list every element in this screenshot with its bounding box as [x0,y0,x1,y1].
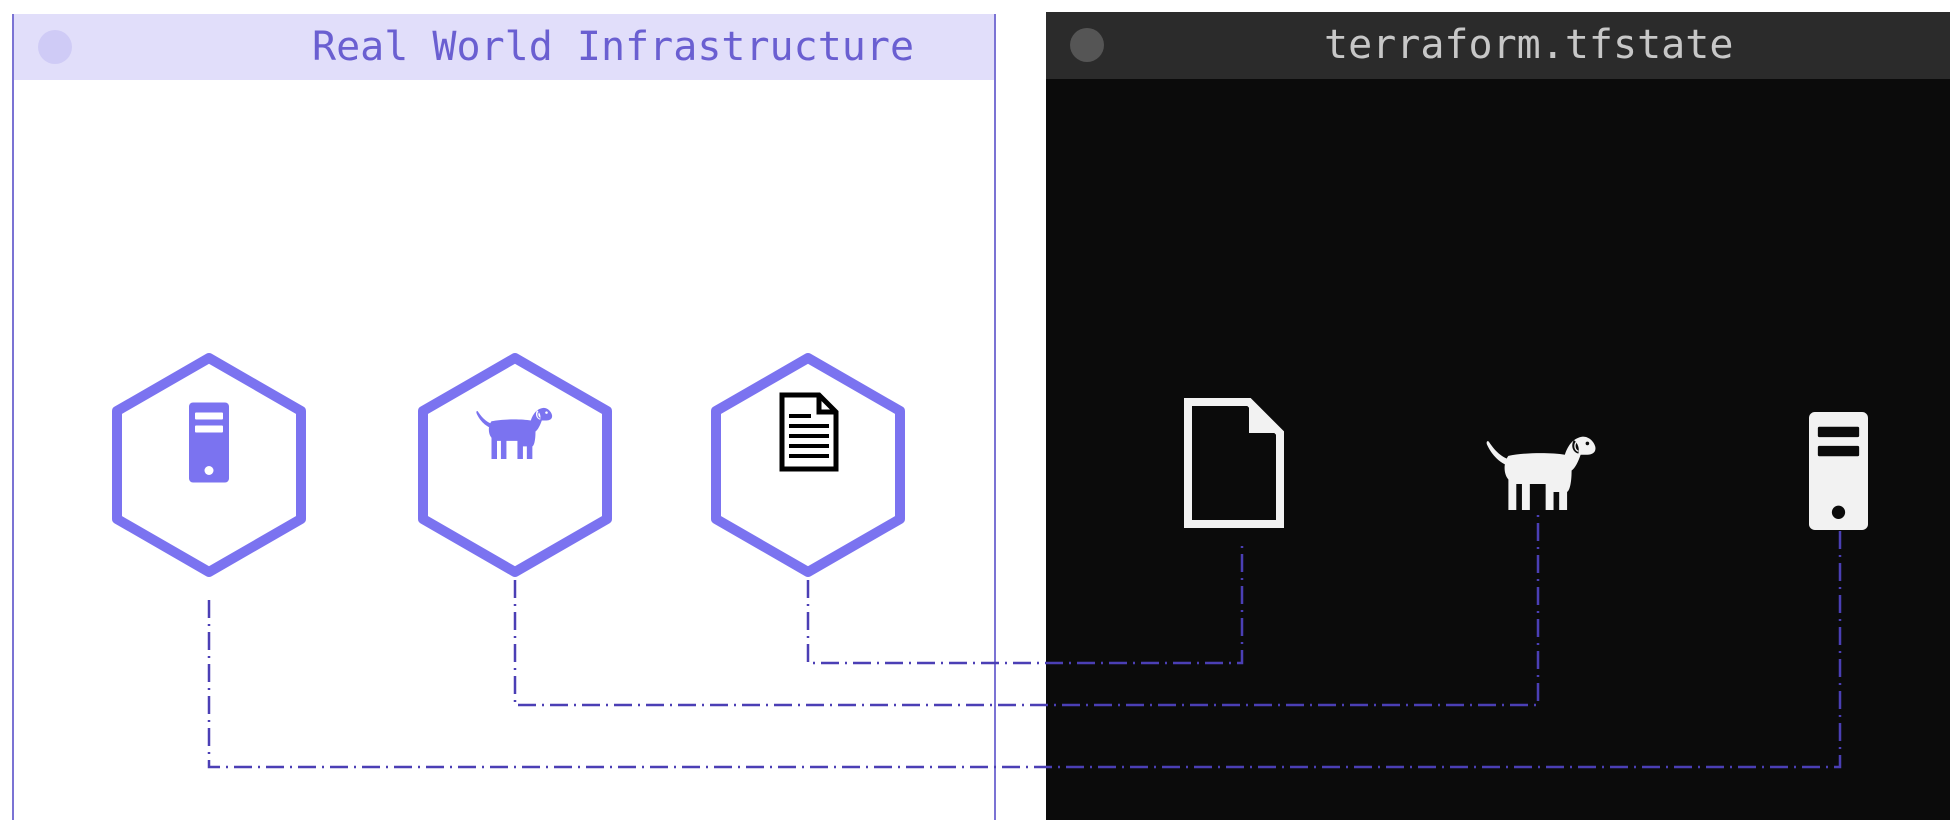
real-world-title: Real World Infrastructure [312,24,915,70]
tfstate-titlebar: terraform.tfstate [1046,12,1950,79]
real-world-titlebar: Real World Infrastructure [14,14,994,80]
resource-node-server[interactable] [112,353,306,577]
hexagon-frame [418,353,612,577]
server-icon [1809,412,1868,530]
connector-server [207,515,1842,769]
connector-dog [513,515,1540,707]
server-icon [189,402,229,483]
tfstate-window: terraform.tfstate [1046,12,1950,820]
state-entry-dog[interactable] [1485,435,1597,510]
resource-node-dog[interactable] [418,353,612,577]
document-icon [1188,402,1280,524]
connector-document [806,543,1244,665]
connectors [207,515,1842,769]
dog-icon [1485,435,1597,510]
state-entry-document[interactable] [1188,402,1280,524]
tfstate-title: terraform.tfstate [1324,22,1734,68]
window-dot-icon[interactable] [1070,28,1104,62]
document-icon [782,395,836,469]
window-dot-icon[interactable] [38,30,72,64]
resource-node-document[interactable] [711,353,905,577]
state-entry-server[interactable] [1809,412,1868,530]
